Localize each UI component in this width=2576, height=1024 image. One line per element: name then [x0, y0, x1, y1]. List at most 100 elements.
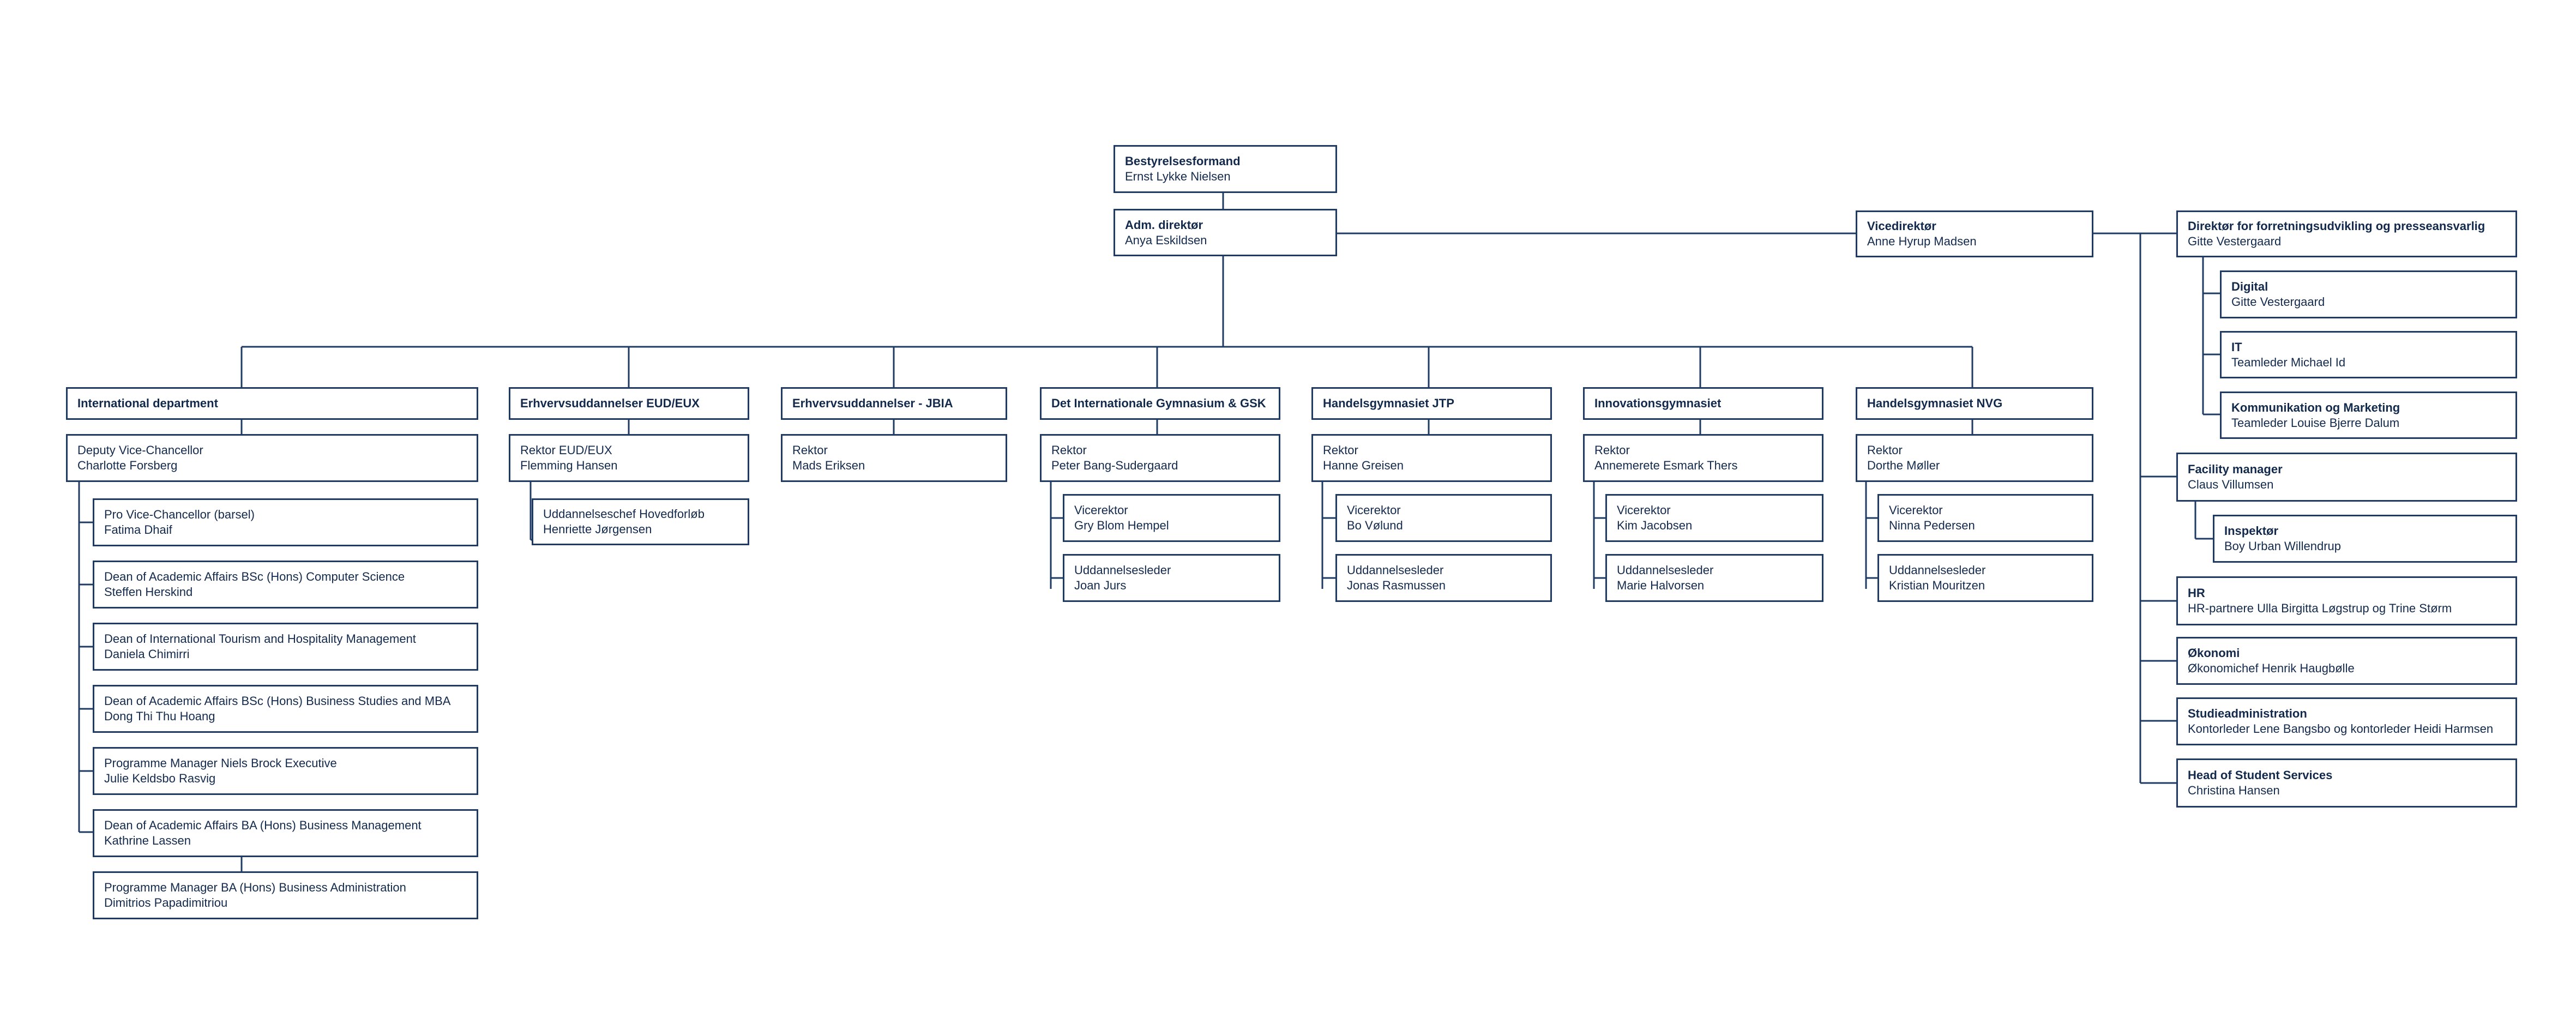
node-person: Kontorleder Lene Bangsbo og kontorleder … — [2188, 722, 2494, 736]
node-role: Uddannelsesleder — [1617, 563, 1714, 577]
node-person: Gitte Vestergaard — [2188, 234, 2282, 248]
node-hr: HR HR-partnere Ulla Birgitta Løgstrup og… — [2176, 576, 2517, 625]
node-person: Christina Hansen — [2188, 784, 2280, 797]
node-vicerektor-gsk: Vicerektor Gry Blom Hempel — [1063, 494, 1280, 542]
node-role: Studieadministration — [2188, 707, 2307, 720]
node-role: Adm. direktør — [1125, 218, 1203, 232]
node-role: Rektor — [1323, 443, 1358, 457]
node-person: Kristian Mouritzen — [1889, 579, 1985, 592]
node-vicerektor-jtp: Vicerektor Bo Vølund — [1335, 494, 1552, 542]
node-rektor-gsk: Rektor Peter Bang-Sudergaard — [1040, 434, 1280, 482]
node-dean-business-management: Dean of Academic Affairs BA (Hons) Busin… — [93, 809, 478, 857]
node-international-department: International department — [66, 387, 478, 420]
node-role: Rektor — [792, 443, 828, 457]
node-kommunikation: Kommunikation og Marketing Teamleder Lou… — [2220, 391, 2517, 439]
node-role: Digital — [2231, 280, 2268, 293]
node-uddannelsesleder-nvg: Uddannelsesleder Kristian Mouritzen — [1877, 554, 2093, 602]
node-role: Kommunikation og Marketing — [2231, 400, 2400, 414]
node-person: Charlotte Forsberg — [77, 459, 178, 472]
node-role: Direktør for forretningsudvikling og pre… — [2188, 219, 2485, 233]
node-role: Vicerektor — [1889, 503, 1943, 517]
node-person: Flemming Hansen — [520, 459, 618, 472]
node-role: Bestyrelsesformand — [1125, 154, 1241, 168]
node-role: Dean of Academic Affairs BSc (Hons) Comp… — [104, 570, 405, 583]
node-person: Julie Keldsbo Rasvig — [104, 772, 216, 785]
node-role: Dean of Academic Affairs BA (Hons) Busin… — [104, 818, 422, 832]
node-rektor-jtp: Rektor Hanne Greisen — [1311, 434, 1552, 482]
node-person: Claus Villumsen — [2188, 478, 2274, 491]
node-role: Vicerektor — [1347, 503, 1401, 517]
node-person: Daniela Chimirri — [104, 647, 190, 661]
node-programme-manager-business-admin: Programme Manager BA (Hons) Business Adm… — [93, 871, 478, 919]
node-uddannelsesleder-innovation: Uddannelsesleder Marie Halvorsen — [1605, 554, 1823, 602]
node-person: Joan Jurs — [1074, 579, 1127, 592]
node-role: Uddannelsesleder — [1347, 563, 1444, 577]
node-person: Ninna Pedersen — [1889, 519, 1975, 532]
node-head-student-services: Head of Student Services Christina Hanse… — [2176, 758, 2517, 808]
node-erhvervsuddannelser-eud: Erhvervsuddannelser EUD/EUX — [509, 387, 749, 420]
node-role: Handelsgymnasiet JTP — [1323, 396, 1454, 410]
node-role: Handelsgymnasiet NVG — [1867, 396, 2003, 410]
node-role: Vicerektor — [1074, 503, 1128, 517]
node-role: HR — [2188, 586, 2205, 600]
node-person: Ernst Lykke Nielsen — [1125, 170, 1231, 183]
node-role: Uddannelsesleder — [1889, 563, 1986, 577]
node-person: Dorthe Møller — [1867, 459, 1940, 472]
node-role: International department — [77, 396, 218, 410]
node-vicedirektor: Vicedirektør Anne Hyrup Madsen — [1856, 210, 2093, 257]
node-rektor-innovation: Rektor Annemerete Esmark Thers — [1583, 434, 1823, 482]
node-person: Dimitrios Papadimitriou — [104, 896, 228, 909]
node-role: Rektor — [1051, 443, 1087, 457]
node-rektor-eud: Rektor EUD/EUX Flemming Hansen — [509, 434, 749, 482]
node-bestyrelsesformand: Bestyrelsesformand Ernst Lykke Nielsen — [1114, 145, 1337, 193]
node-role: Deputy Vice-Chancellor — [77, 443, 203, 457]
node-person: Gry Blom Hempel — [1074, 519, 1169, 532]
node-role: Erhvervsuddannelser - JBIA — [792, 396, 953, 410]
node-role: Innovationsgymnasiet — [1594, 396, 1722, 410]
node-person: Jonas Rasmussen — [1347, 579, 1446, 592]
node-role: Uddannelsesleder — [1074, 563, 1171, 577]
node-dean-business-studies: Dean of Academic Affairs BSc (Hons) Busi… — [93, 685, 478, 733]
node-role: IT — [2231, 340, 2242, 354]
node-rektor-jbia: Rektor Mads Eriksen — [781, 434, 1007, 482]
node-pro-vice-chancellor: Pro Vice-Chancellor (barsel) Fatima Dhai… — [93, 498, 478, 546]
node-person: Kathrine Lassen — [104, 834, 191, 847]
node-role: Dean of Academic Affairs BSc (Hons) Busi… — [104, 694, 451, 708]
node-studieadministration: Studieadministration Kontorleder Lene Ba… — [2176, 697, 2517, 745]
node-digital: Digital Gitte Vestergaard — [2220, 270, 2517, 318]
node-det-internationale-gymnasium: Det Internationale Gymnasium & GSK — [1040, 387, 1280, 420]
node-person: Boy Urban Willendrup — [2224, 539, 2341, 553]
node-person: Bo Vølund — [1347, 519, 1403, 532]
node-person: Dong Thi Thu Hoang — [104, 709, 215, 723]
node-dean-tourism: Dean of International Tourism and Hospit… — [93, 623, 478, 671]
node-person: Annemerete Esmark Thers — [1594, 459, 1738, 472]
node-role: Pro Vice-Chancellor (barsel) — [104, 508, 255, 521]
node-role: Erhvervsuddannelser EUD/EUX — [520, 396, 700, 410]
node-role: Facility manager — [2188, 462, 2283, 476]
node-it: IT Teamleder Michael Id — [2220, 331, 2517, 378]
node-erhvervsuddannelser-jbia: Erhvervsuddannelser - JBIA — [781, 387, 1007, 420]
node-vicerektor-nvg: Vicerektor Ninna Pedersen — [1877, 494, 2093, 542]
node-person: Fatima Dhaif — [104, 523, 172, 537]
node-role: Programme Manager BA (Hons) Business Adm… — [104, 881, 406, 894]
node-role: Dean of International Tourism and Hospit… — [104, 632, 416, 646]
node-person: Peter Bang-Sudergaard — [1051, 459, 1178, 472]
node-person: Gitte Vestergaard — [2231, 295, 2325, 309]
node-vicerektor-innovation: Vicerektor Kim Jacobsen — [1605, 494, 1823, 542]
node-person: Hanne Greisen — [1323, 459, 1404, 472]
node-okonomi: Økonomi Økonomichef Henrik Haugbølle — [2176, 637, 2517, 685]
node-person: Teamleder Michael Id — [2231, 355, 2346, 369]
node-person: Steffen Herskind — [104, 585, 193, 599]
node-person: Teamleder Louise Bjerre Dalum — [2231, 415, 2400, 430]
node-innovationsgymnasiet: Innovationsgymnasiet — [1583, 387, 1823, 420]
node-handelsgymnasiet-nvg: Handelsgymnasiet NVG — [1856, 387, 2093, 420]
node-role: Vicerektor — [1617, 503, 1671, 517]
node-role: Uddannelseschef Hovedforløb — [543, 507, 705, 521]
node-facility-manager: Facility manager Claus Villumsen — [2176, 453, 2517, 502]
node-person: Henriette Jørgensen — [543, 522, 652, 536]
node-adm-direktor: Adm. direktør Anya Eskildsen — [1114, 209, 1337, 256]
node-role: Rektor — [1594, 443, 1630, 457]
node-role: Det Internationale Gymnasium & GSK — [1051, 396, 1266, 410]
node-role: Økonomi — [2188, 646, 2240, 660]
